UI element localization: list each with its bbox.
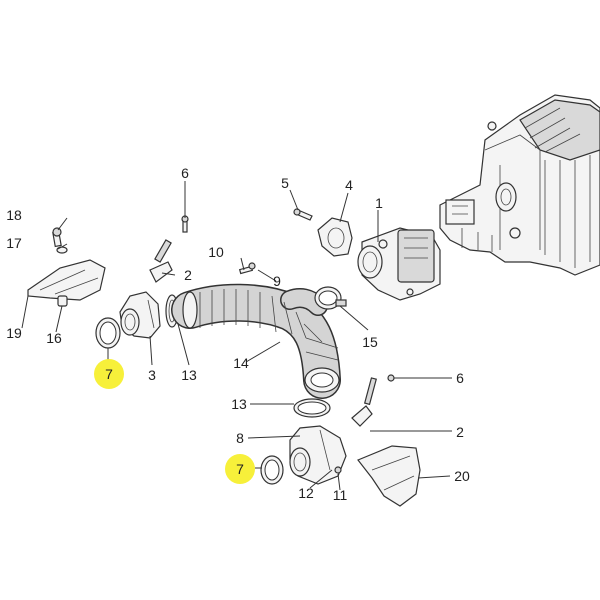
callout-1: 1 [375, 195, 383, 211]
callout-18: 18 [6, 207, 22, 223]
callout-7-left: 7 [105, 366, 113, 382]
callout-2-right: 2 [456, 424, 464, 440]
callout-17: 17 [6, 235, 22, 251]
o-ring-7-left [95, 317, 121, 349]
engine-block [439, 94, 600, 276]
callout-8: 8 [236, 430, 244, 446]
hose-14 [171, 283, 341, 399]
callout-14: 14 [233, 355, 249, 371]
leader-lines [21, 181, 452, 491]
cover-19 [27, 259, 106, 301]
callout-7-bottom: 7 [236, 461, 244, 477]
screw-6-top [181, 215, 189, 233]
clamp-13-bottom [293, 398, 331, 418]
clamp-15 [314, 286, 347, 310]
callout-10: 10 [208, 244, 224, 260]
callout-12: 12 [298, 485, 314, 501]
spacer-16 [57, 295, 68, 307]
injector-2-left [149, 239, 173, 283]
callout-9: 9 [273, 273, 281, 289]
washer-17 [56, 246, 68, 254]
callout-4: 4 [345, 177, 353, 193]
callout-5: 5 [281, 175, 289, 191]
screw-11 [334, 466, 342, 474]
elbow-8 [289, 425, 347, 485]
callout-6-top: 6 [181, 165, 189, 181]
callout-3: 3 [148, 367, 156, 383]
callout-19: 19 [6, 325, 22, 341]
o-ring-7-bottom [260, 455, 284, 485]
callout-13-left: 13 [181, 367, 197, 383]
callout-11: 11 [333, 487, 348, 503]
screw-6-bottom [387, 374, 395, 382]
screw-9 [238, 262, 256, 275]
throttle-body [357, 227, 441, 301]
screw-5 [293, 208, 313, 221]
callout-2-left: 2 [184, 267, 192, 283]
elbow-3 [119, 291, 161, 339]
highlight-circle-7-left [94, 359, 124, 389]
callout-6-bottom: 6 [456, 370, 464, 386]
sensor-part-4 [317, 217, 353, 257]
callout-13-bottom: 13 [231, 396, 247, 412]
screw-18 [52, 227, 62, 248]
injector-2-right [351, 377, 377, 427]
highlight-circle-7-bottom [225, 454, 255, 484]
callout-16: 16 [46, 330, 62, 346]
cover-20 [357, 445, 421, 507]
callout-15: 15 [362, 334, 378, 350]
callout-labels: 1 2 2 3 4 5 6 6 7 7 8 9 10 11 12 13 13 1… [6, 165, 470, 503]
callout-20: 20 [454, 468, 470, 484]
